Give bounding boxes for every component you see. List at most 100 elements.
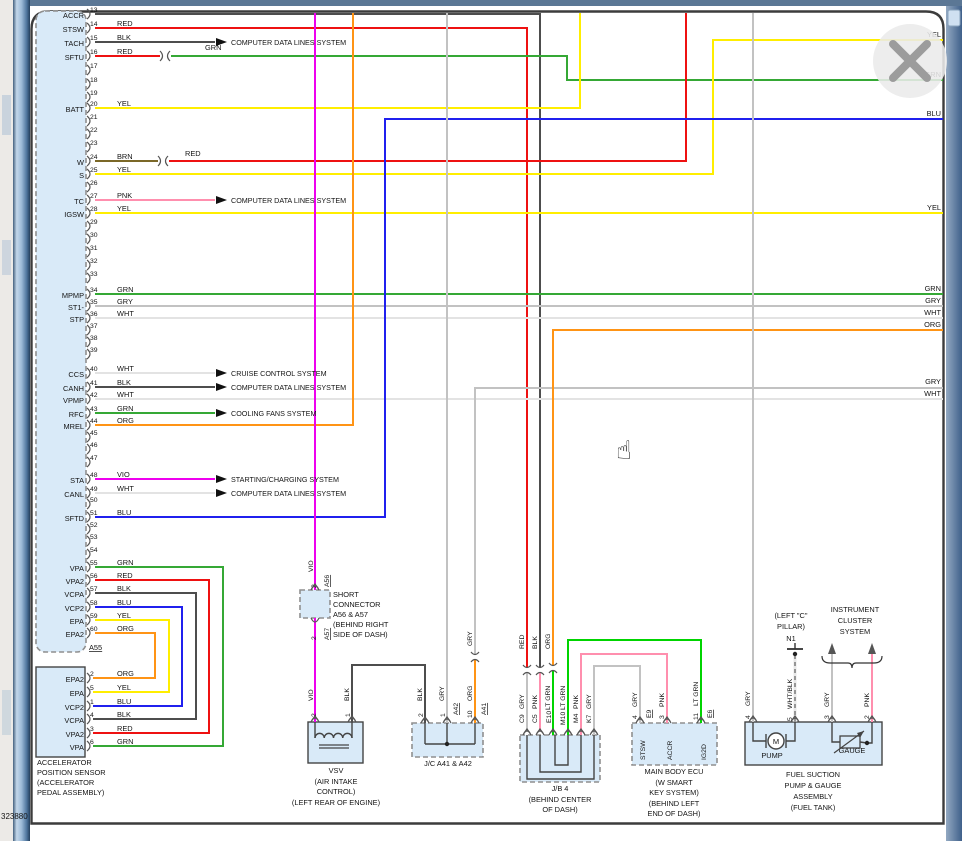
pin-label: ACCR [63, 11, 84, 20]
junction-dot [444, 741, 450, 747]
wire-blu [93, 606, 183, 707]
rotated-label: GRY [586, 694, 593, 709]
pin-number: 33 [90, 271, 98, 278]
close-button[interactable] [873, 24, 947, 98]
pin-number: 24 [90, 154, 98, 161]
pin-number: 55 [90, 560, 98, 567]
wire-color-label: YEL [117, 99, 131, 108]
pin-number: 16 [90, 49, 98, 56]
rotated-label: E6 [707, 709, 714, 718]
right-scrollbar-area[interactable] [946, 6, 962, 841]
wire-yel [95, 39, 943, 175]
gauge-resistor-icon [839, 735, 861, 749]
pin-number: 27 [90, 193, 98, 200]
pin-number: 26 [90, 180, 98, 187]
label: SHORT [333, 590, 359, 599]
rotated-label: 1 [345, 713, 352, 717]
rotated-label: A56 [324, 575, 331, 587]
pin-number: 20 [90, 101, 98, 108]
hand-cursor: ☝ [616, 436, 632, 466]
left-outer-strip [0, 0, 13, 841]
rotated-label: 2 [864, 715, 871, 719]
pin-label: MREL [63, 422, 84, 431]
label: (BEHIND LEFT [649, 799, 700, 808]
pin-label: EPA2 [66, 675, 84, 684]
pin-number: 42 [90, 392, 98, 399]
pin-number: 14 [90, 21, 98, 28]
wire-int [554, 735, 569, 766]
wire-grn [93, 566, 224, 747]
wire-color-label: RED [117, 19, 133, 28]
left-panel-edge-bar[interactable] [13, 0, 30, 841]
rotated-label: ACCR [667, 741, 674, 760]
pin-label: STSW [63, 25, 84, 34]
wire-color-label: GRN [117, 558, 133, 567]
pin-number: 2 [90, 671, 94, 678]
gauge-resistor-icon [857, 731, 864, 738]
pin-label: VCPA [64, 590, 84, 599]
rotated-label: WHT/BLK [787, 678, 794, 709]
wire-color-label: RED [117, 47, 133, 56]
label: GRY [925, 296, 941, 305]
pin-label: CANH [63, 384, 84, 393]
wire-color-label: GRN [117, 737, 133, 746]
pin-label: VPA2 [66, 730, 84, 739]
pin-label: VPA [70, 743, 84, 752]
rotated-label: 2 [311, 636, 318, 640]
label: GRY [925, 377, 941, 386]
pin-number: 47 [90, 455, 98, 462]
pin-number: 5 [90, 685, 94, 692]
pin-number: 23 [90, 140, 98, 147]
pin-label: BATT [66, 105, 85, 114]
pin-number: 17 [90, 63, 98, 70]
wire-red [169, 13, 687, 162]
wire-color-label: WHT [117, 390, 134, 399]
label: A56 & A57 [333, 610, 368, 619]
main-body-ecu [631, 722, 718, 766]
label: ORG [924, 320, 941, 329]
rotated-label: GRY [745, 691, 752, 706]
wire-blk [93, 592, 197, 720]
rotated-label: M4 [573, 713, 580, 723]
label: SYSTEM [840, 627, 870, 636]
wire-color-label: WHT [117, 309, 134, 318]
ecm-connector-a55 [35, 10, 87, 653]
label: 323880 [1, 812, 28, 821]
wire-color-label: ORG [117, 669, 134, 678]
rotated-label: PNK [659, 693, 666, 707]
label: (LEFT REAR OF ENGINE) [292, 798, 380, 807]
system-ref-arrow-icon [216, 489, 227, 497]
accelerator-position-sensor [35, 666, 86, 758]
rotated-label: ORG [467, 686, 474, 701]
wire-color-label: GRY [117, 297, 133, 306]
rotated-label: E10 [546, 711, 553, 723]
wire-yel [95, 13, 581, 109]
label: PEDAL ASSEMBLY) [37, 788, 104, 797]
label: INSTRUMENT [831, 605, 880, 614]
system-ref-arrow-icon [216, 475, 227, 483]
pin-number: 28 [90, 206, 98, 213]
label: KEY SYSTEM) [649, 788, 699, 797]
top-window-edge [0, 0, 962, 6]
pin-number: 13 [90, 7, 98, 14]
wire-color-label: VIO [117, 470, 130, 479]
wire-int [539, 735, 582, 773]
pin-label: EPA [70, 617, 84, 626]
label: CONTROL) [317, 787, 356, 796]
label: (ACCELERATOR [37, 778, 94, 787]
jb-4 [519, 734, 601, 783]
wire-red [95, 27, 528, 667]
rotated-label: LT GRN [693, 682, 700, 706]
scroll-up-button[interactable] [947, 9, 961, 27]
wire-gry [474, 387, 943, 654]
system-ref-arrow-icon [216, 369, 227, 377]
system-ref-arrow-icon [216, 196, 227, 204]
system-ref-arrow-icon [216, 38, 227, 46]
wire-gry [593, 665, 641, 735]
pin-number: 21 [90, 114, 98, 121]
close-icon [889, 40, 931, 82]
wire-org [552, 329, 943, 665]
wire-ltgrn [567, 639, 702, 735]
pin-label: CCS [68, 370, 84, 379]
rotated-label: ORG [545, 634, 552, 649]
